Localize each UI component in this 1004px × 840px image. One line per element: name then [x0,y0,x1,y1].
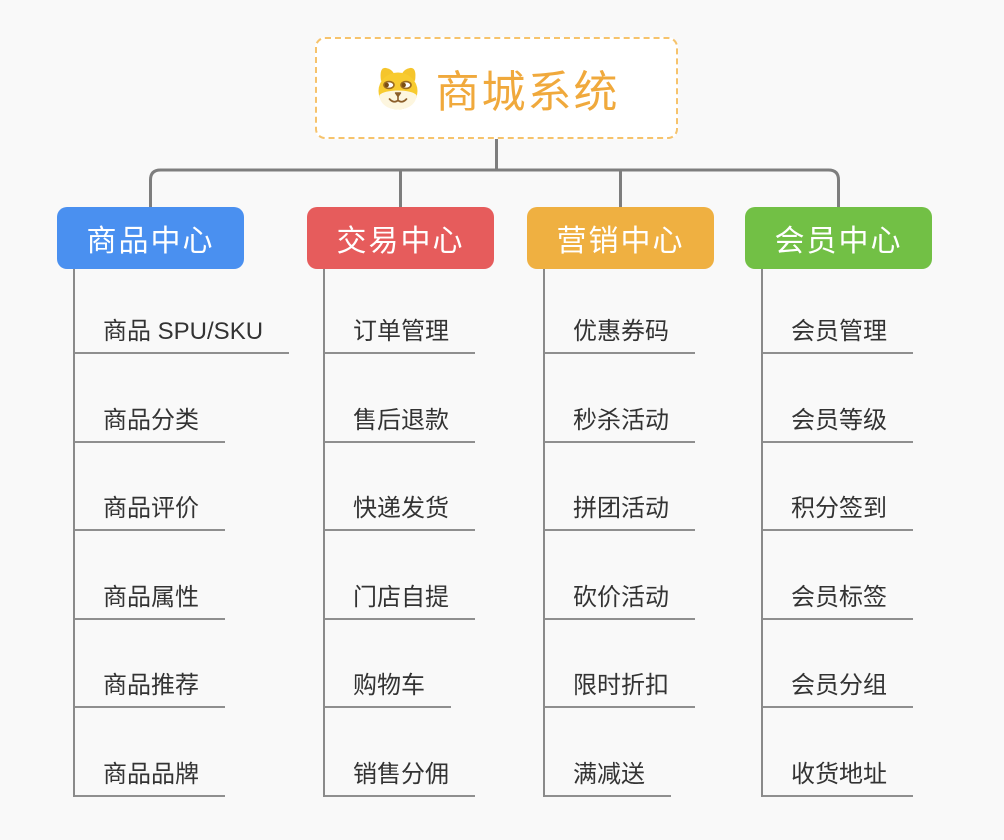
sub-topic[interactable]: 快递发货 [325,488,475,531]
subtree-member-center: 会员管理 会员等级 积分签到 会员标签 会员分组 收货地址 [761,269,913,797]
subtree-product-center: 商品 SPU/SKU 商品分类 商品评价 商品属性 商品推荐 商品品牌 [73,269,290,797]
sub-topic[interactable]: 商品品牌 [75,754,225,797]
sub-topic-row: 会员等级 [763,354,913,443]
subtree-trade-center: 订单管理 售后退款 快递发货 门店自提 购物车 销售分佣 [323,269,475,797]
sub-topic-row: 销售分佣 [325,708,475,797]
sub-topic-row: 商品评价 [75,443,289,531]
sub-topic[interactable]: 销售分佣 [325,754,475,797]
sub-topic-row: 商品品牌 [75,708,289,797]
sub-topic-row: 拼团活动 [545,443,695,531]
sub-topic-row: 购物车 [325,620,475,708]
branch-node-product-center[interactable]: 商品中心 [57,207,244,269]
sub-topic-row: 收货地址 [763,708,913,797]
sub-topic[interactable]: 限时折扣 [545,665,695,708]
sub-topic-row: 限时折扣 [545,620,695,708]
root-node[interactable]: 商城系统 [315,37,678,139]
subtree-marketing-center: 优惠券码 秒杀活动 拼团活动 砍价活动 限时折扣 满减送 [543,269,695,797]
sub-topic-row: 订单管理 [325,269,475,354]
sub-topic-row: 积分签到 [763,443,913,531]
sub-topic[interactable]: 会员分组 [763,665,913,708]
root-title: 商城系统 [435,68,620,117]
sub-topic-row: 满减送 [545,708,695,797]
sub-topic[interactable]: 优惠券码 [545,311,695,354]
branch-node-member-center[interactable]: 会员中心 [745,207,932,269]
sub-topic[interactable]: 商品属性 [75,577,225,620]
sub-topic[interactable]: 商品推荐 [75,665,225,708]
sub-topic-row: 门店自提 [325,531,475,620]
sub-topic-row: 商品推荐 [75,620,289,708]
sub-topic[interactable]: 会员等级 [763,400,913,443]
sub-topic-row: 会员管理 [763,269,913,354]
sub-topic-row: 优惠券码 [545,269,695,354]
sub-topic[interactable]: 收货地址 [763,754,913,797]
sub-topic-row: 快递发货 [325,443,475,531]
sub-topic[interactable]: 购物车 [325,665,451,708]
sub-topic-row: 商品分类 [75,354,289,443]
sub-topic-row: 售后退款 [325,354,475,443]
sub-topic[interactable]: 积分签到 [763,488,913,531]
sub-topic-row: 秒杀活动 [545,354,695,443]
sub-topic[interactable]: 会员标签 [763,577,913,620]
sub-topic-row: 会员分组 [763,620,913,708]
sub-topic-row: 会员标签 [763,531,913,620]
sub-topic[interactable]: 砍价活动 [545,577,695,620]
sub-topic[interactable]: 秒杀活动 [545,400,695,443]
sub-topic[interactable]: 售后退款 [325,400,475,443]
sub-topic[interactable]: 商品评价 [75,488,225,531]
sub-topic[interactable]: 满减送 [545,754,671,797]
sub-topic[interactable]: 拼团活动 [545,488,695,531]
sub-topic-row: 商品属性 [75,531,289,620]
branch-node-marketing-center[interactable]: 营销中心 [527,207,714,269]
sub-topic[interactable]: 订单管理 [325,311,475,354]
sub-topic[interactable]: 商品 SPU/SKU [75,311,290,354]
sub-topic[interactable]: 商品分类 [75,400,225,443]
sub-topic[interactable]: 会员管理 [763,311,913,354]
sub-topic-row: 砍价活动 [545,531,695,620]
branch-node-trade-center[interactable]: 交易中心 [307,207,494,269]
sub-topic-row: 商品 SPU/SKU [75,269,290,354]
dog-face-icon [378,67,417,110]
sub-topic[interactable]: 门店自提 [325,577,475,620]
